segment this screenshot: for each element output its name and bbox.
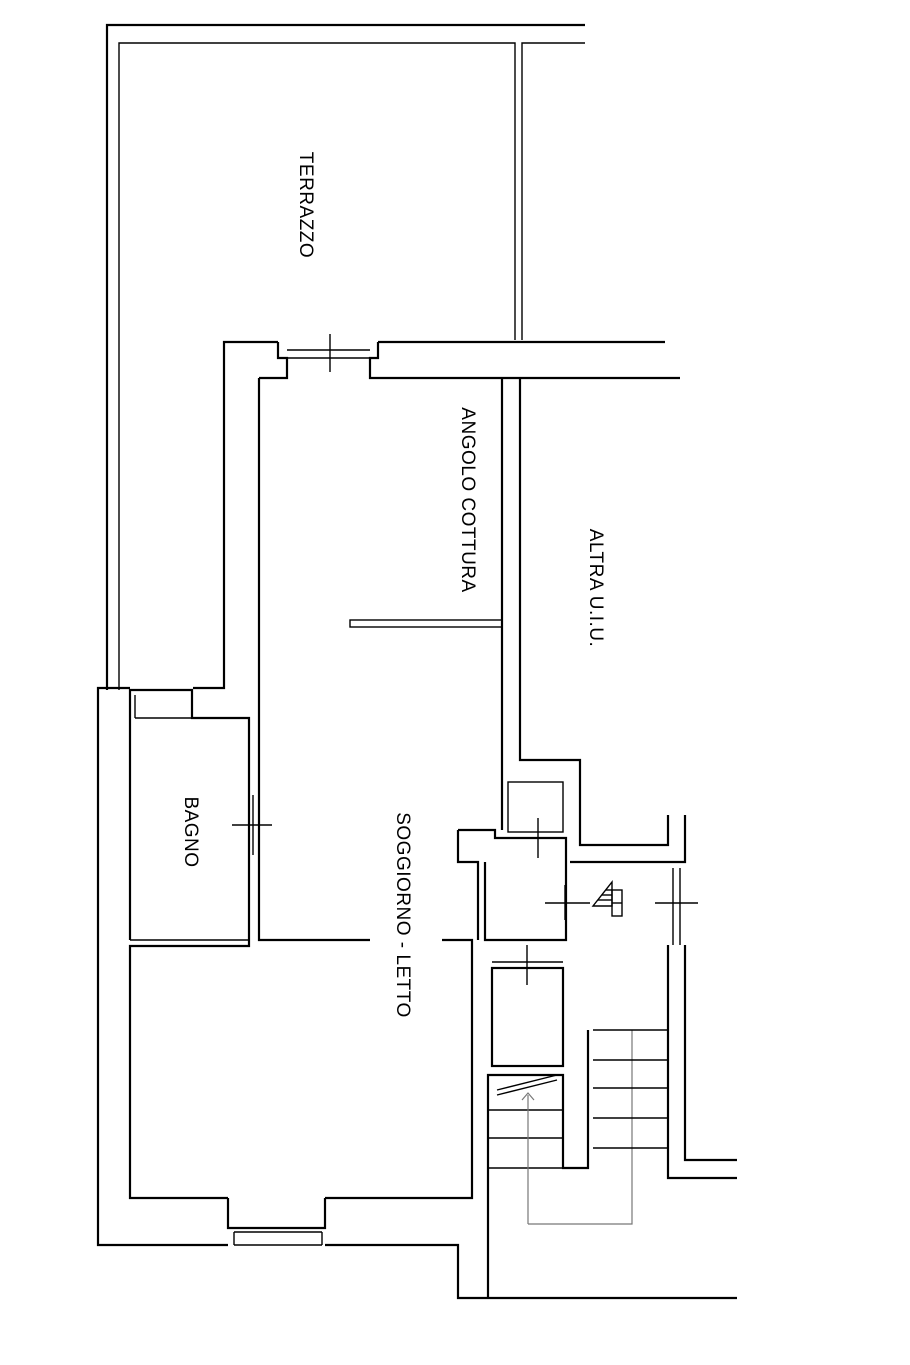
inner-walls [128, 378, 474, 1200]
party-wall [500, 378, 687, 864]
room-label-terrazzo: TERRAZZO [295, 151, 316, 259]
room-label-angolo-cottura: ANGOLO COTTURA [457, 407, 478, 593]
room-label-bagno: BAGNO [180, 796, 201, 868]
room-label-soggiorno-letto: SOGGIORNO - LETTO [392, 812, 413, 1018]
outer-walls [96, 340, 737, 1300]
staircase [486, 1029, 668, 1298]
kitchen-partition [349, 619, 503, 628]
bottom-window [226, 1198, 327, 1246]
bathroom-door [232, 795, 272, 855]
stair-door [655, 868, 737, 1180]
shaft-block [490, 945, 565, 1068]
terrace-window [259, 334, 680, 380]
level-marker-icon [591, 879, 623, 917]
room-label-altra-uiu: ALTRA U.I.U. [585, 528, 606, 648]
entrance [456, 781, 590, 942]
terrace-walls [105, 23, 585, 690]
